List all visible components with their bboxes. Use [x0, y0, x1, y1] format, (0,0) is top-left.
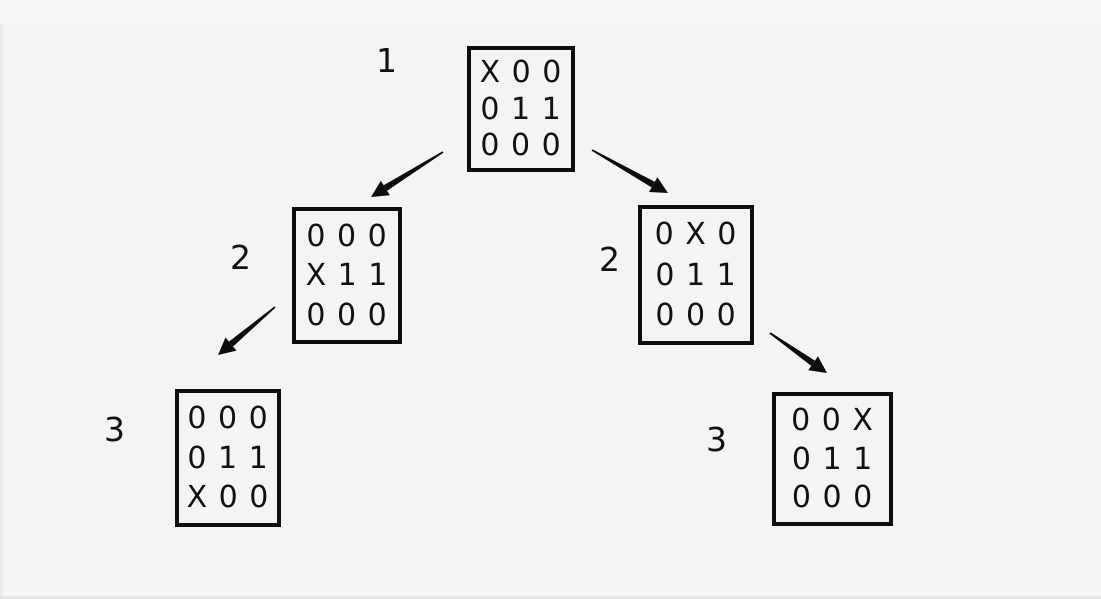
matrix-row: 0 1 1 [655, 257, 737, 293]
matrix-row: X 0 0 [186, 480, 270, 516]
step-label-right-leaf: 3 [706, 420, 727, 459]
matrix-node-left-child: 0 0 0 X 1 1 0 0 0 [292, 207, 402, 344]
left-edge-line [0, 24, 3, 599]
matrix-row: 0 0 X [791, 402, 874, 438]
arrow-root-to-left-child-icon [371, 151, 444, 197]
matrix-node-left-leaf: 0 0 0 0 1 1 X 0 0 [175, 389, 281, 527]
matrix-row: 0 0 0 [655, 297, 737, 333]
step-label-left-child: 2 [230, 238, 251, 277]
matrix-row: 0 0 0 [187, 400, 269, 436]
matrix-row: 0 0 0 [791, 480, 874, 516]
top-band [0, 0, 1101, 24]
step-label-left-leaf: 3 [104, 410, 125, 449]
matrix-row: 0 X 0 [654, 217, 738, 253]
arrow-right-child-to-right-leaf-icon [769, 332, 827, 373]
matrix-row: 0 0 0 [306, 297, 388, 333]
matrix-row: 0 0 0 [480, 128, 562, 164]
matrix-node-root: X 0 0 0 1 1 0 0 0 [467, 46, 575, 172]
matrix-row: X 1 1 [305, 258, 389, 293]
arrow-left-child-to-left-leaf-icon [218, 306, 276, 355]
step-label-right-child: 2 [599, 240, 620, 279]
bottom-edge-line [0, 596, 1101, 599]
matrix-node-right-child: 0 X 0 0 1 1 0 0 0 [638, 205, 754, 345]
matrix-row: 0 0 0 [306, 218, 388, 254]
matrix-row: X 0 0 [479, 54, 563, 90]
matrix-row: 0 1 1 [480, 91, 562, 127]
matrix-row: 0 1 1 [187, 440, 269, 476]
step-label-root: 1 [376, 41, 397, 80]
matrix-node-right-leaf: 0 0 X 0 1 1 0 0 0 [772, 392, 893, 526]
matrix-row: 0 1 1 [791, 441, 874, 477]
arrow-root-to-right-child-icon [591, 149, 668, 193]
